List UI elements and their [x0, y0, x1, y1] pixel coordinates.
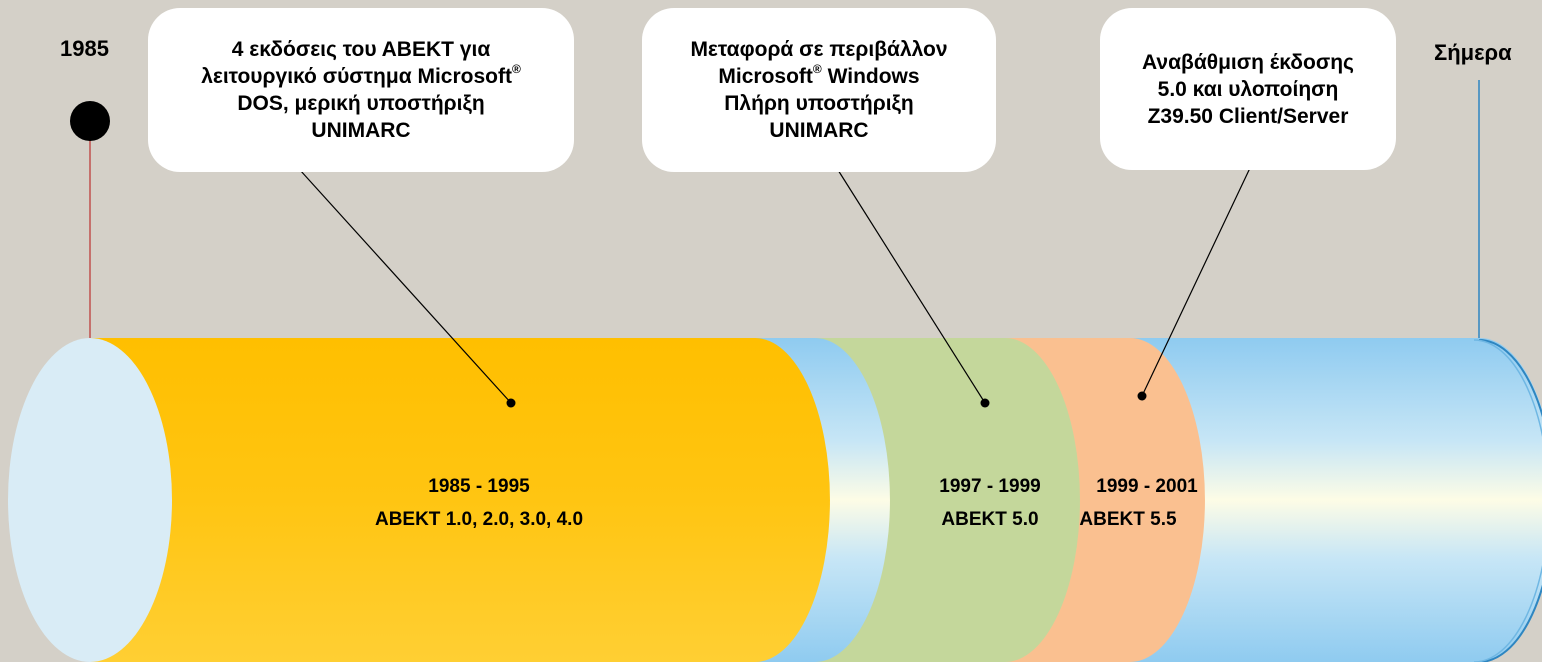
callout-2-line-3: Πλήρη υποστήριξη	[724, 92, 914, 115]
segment-1-range: 1985 - 1995	[428, 476, 530, 497]
segment-3-versions: ΑΒΕΚΤ 5.5	[1079, 509, 1177, 530]
leader-line-3	[1141, 167, 1251, 397]
segment-1985-1995	[90, 338, 830, 662]
callout-3-line-1: Αναβάθμιση έκδοσης	[1142, 50, 1354, 74]
segment-2-versions: ΑΒΕΚΤ 5.0	[941, 509, 1038, 530]
end-ring-inner	[1473, 339, 1542, 662]
registered-mark: ®	[511, 62, 521, 76]
start-year-label: 1985	[60, 36, 109, 61]
end-ring	[1478, 339, 1542, 662]
callout-1-line-1: 4 εκδόσεις του ΑΒΕΚΤ για	[231, 38, 491, 61]
callout-1-line-2: λειτουργικό σύστημα Microsoft	[201, 65, 512, 88]
callout-windows-migration: Μεταφορά σε περιβάλλον Microsoft® Window…	[642, 8, 996, 172]
callout-1-line-4: UNIMARC	[311, 119, 411, 142]
end-label: Σήμερα	[1434, 40, 1512, 65]
callout-2-line-2: Microsoft	[718, 65, 813, 88]
start-marker	[70, 101, 110, 141]
leader-line-1	[299, 169, 512, 404]
callout-2-line-2-after: Windows	[821, 65, 920, 88]
registered-mark: ®	[812, 62, 822, 76]
segment-2-range: 1997 - 1999	[939, 476, 1040, 497]
callout-2-line-1: Μεταφορά σε περιβάλλον	[690, 38, 948, 61]
callout-2-line-4: UNIMARC	[769, 119, 869, 142]
segment-3-range: 1999 - 2001	[1096, 476, 1198, 497]
anchor-dot-3	[1137, 391, 1147, 401]
anchor-dot-2	[980, 398, 990, 408]
callout-3-line-2: 5.0 και υλοποίηση	[1157, 77, 1339, 101]
callout-dos-versions: 4 εκδόσεις του ΑΒΕΚΤ για λειτουργικό σύσ…	[148, 8, 574, 172]
anchor-dot-1	[506, 398, 516, 408]
callout-1-line-3: DOS, μερική υποστήριξη	[237, 92, 485, 115]
segment-1-versions: ΑΒΕΚΤ 1.0, 2.0, 3.0, 4.0	[375, 509, 583, 530]
callout-z3950-upgrade: Αναβάθμιση έκδοσης 5.0 και υλοποίηση Z39…	[1100, 8, 1396, 170]
pipe-start-cap	[8, 338, 172, 662]
callout-3-line-3: Z39.50 Client/Server	[1147, 104, 1349, 128]
leader-line-2	[837, 169, 986, 404]
